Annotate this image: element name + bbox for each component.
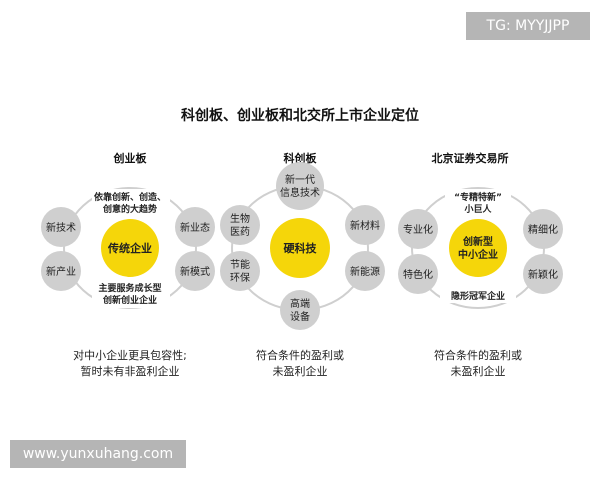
node-label: 新模式 <box>180 265 210 278</box>
top-label-line: 创意的大趋势 <box>102 203 157 215</box>
desc-line: 未盈利企业 <box>272 365 328 378</box>
top-label-line: 依靠创新、创造、 <box>94 191 166 203</box>
node-label: 新业态 <box>180 221 210 234</box>
center-circle <box>270 218 330 278</box>
board-desc-star: 符合条件的盈利或 未盈利企业 <box>210 348 390 380</box>
desc-line: 符合条件的盈利或 <box>434 349 522 362</box>
bottom-label-line: 隐形冠军企业 <box>451 290 505 302</box>
node-circle <box>345 205 385 245</box>
center-label: 中小企业 <box>458 248 498 261</box>
center-label: 传统企业 <box>107 241 152 255</box>
node-label: 特色化 <box>403 268 433 281</box>
node-circle <box>276 162 324 210</box>
board-title-bse: 北京证券交易所 <box>431 152 509 165</box>
board-title-chinext: 创业板 <box>113 152 147 165</box>
board-bse: 创新型 中小企业 专业化 特色化 精细化 新颖化 “专精特新” 小巨人 隐形冠军… <box>398 187 563 309</box>
bottom-label-line: 主要服务成长型 <box>98 282 161 294</box>
node-label: 医药 <box>230 226 250 238</box>
node-circle <box>220 205 260 245</box>
node-label: 新技术 <box>46 221 76 234</box>
node-label: 环保 <box>230 271 250 284</box>
desc-line: 暂时未有非盈利企业 <box>80 365 180 378</box>
bottom-label-line: 创新创业企业 <box>102 294 157 306</box>
node-circle <box>280 290 320 330</box>
node-circle <box>523 209 563 249</box>
center-label: 创新型 <box>462 235 493 248</box>
node-label: 设备 <box>290 310 310 323</box>
node-circle <box>175 207 215 247</box>
desc-line: 对中小企业更具包容性; <box>73 349 187 362</box>
node-label: 信息技术 <box>280 186 320 199</box>
top-label-line: “专精特新” <box>454 191 502 203</box>
board-desc-bse: 符合条件的盈利或 未盈利企业 <box>388 348 568 380</box>
node-label: 新产业 <box>46 265 76 278</box>
node-circle <box>41 251 81 291</box>
board-title-star: 科创板 <box>283 152 317 165</box>
node-label: 新能源 <box>350 265 380 278</box>
node-circle <box>220 251 260 291</box>
node-circle <box>398 209 438 249</box>
node-label: 新一代 <box>285 173 315 186</box>
node-label: 新颖化 <box>528 268 558 281</box>
board-chinext: 传统企业 新技术 新产业 新业态 新模式 依靠创新、创造、 创意的大趋势 主要服… <box>41 187 215 309</box>
node-circle <box>41 207 81 247</box>
board-desc-chinext: 对中小企业更具包容性; 暂时未有非盈利企业 <box>40 348 220 380</box>
node-label: 新材料 <box>350 219 380 232</box>
node-circle <box>175 251 215 291</box>
node-label: 高端 <box>290 297 310 310</box>
center-label: 硬科技 <box>284 241 318 255</box>
node-circle <box>398 254 438 294</box>
node-label: 精细化 <box>528 223 558 236</box>
node-circle <box>523 254 563 294</box>
center-circle <box>101 219 159 277</box>
diagram-title: 科创板、创业板和北交所上市企业定位 <box>181 108 419 124</box>
node-circle <box>345 251 385 291</box>
desc-line: 未盈利企业 <box>450 365 506 378</box>
watermark-top: TG: MYYJJPP <box>466 12 590 40</box>
node-label: 生物 <box>230 212 250 225</box>
node-label: 专业化 <box>403 223 433 236</box>
top-label-line: 小巨人 <box>463 203 492 215</box>
desc-line: 符合条件的盈利或 <box>256 349 344 362</box>
watermark-bottom: www.yunxuhang.com <box>10 440 186 468</box>
center-circle <box>449 219 507 277</box>
node-label: 节能 <box>230 258 250 271</box>
board-star: 硬科技 新一代 信息技术 生物 医药 节能 环保 新材料 新能源 高端 设备 <box>220 162 385 330</box>
